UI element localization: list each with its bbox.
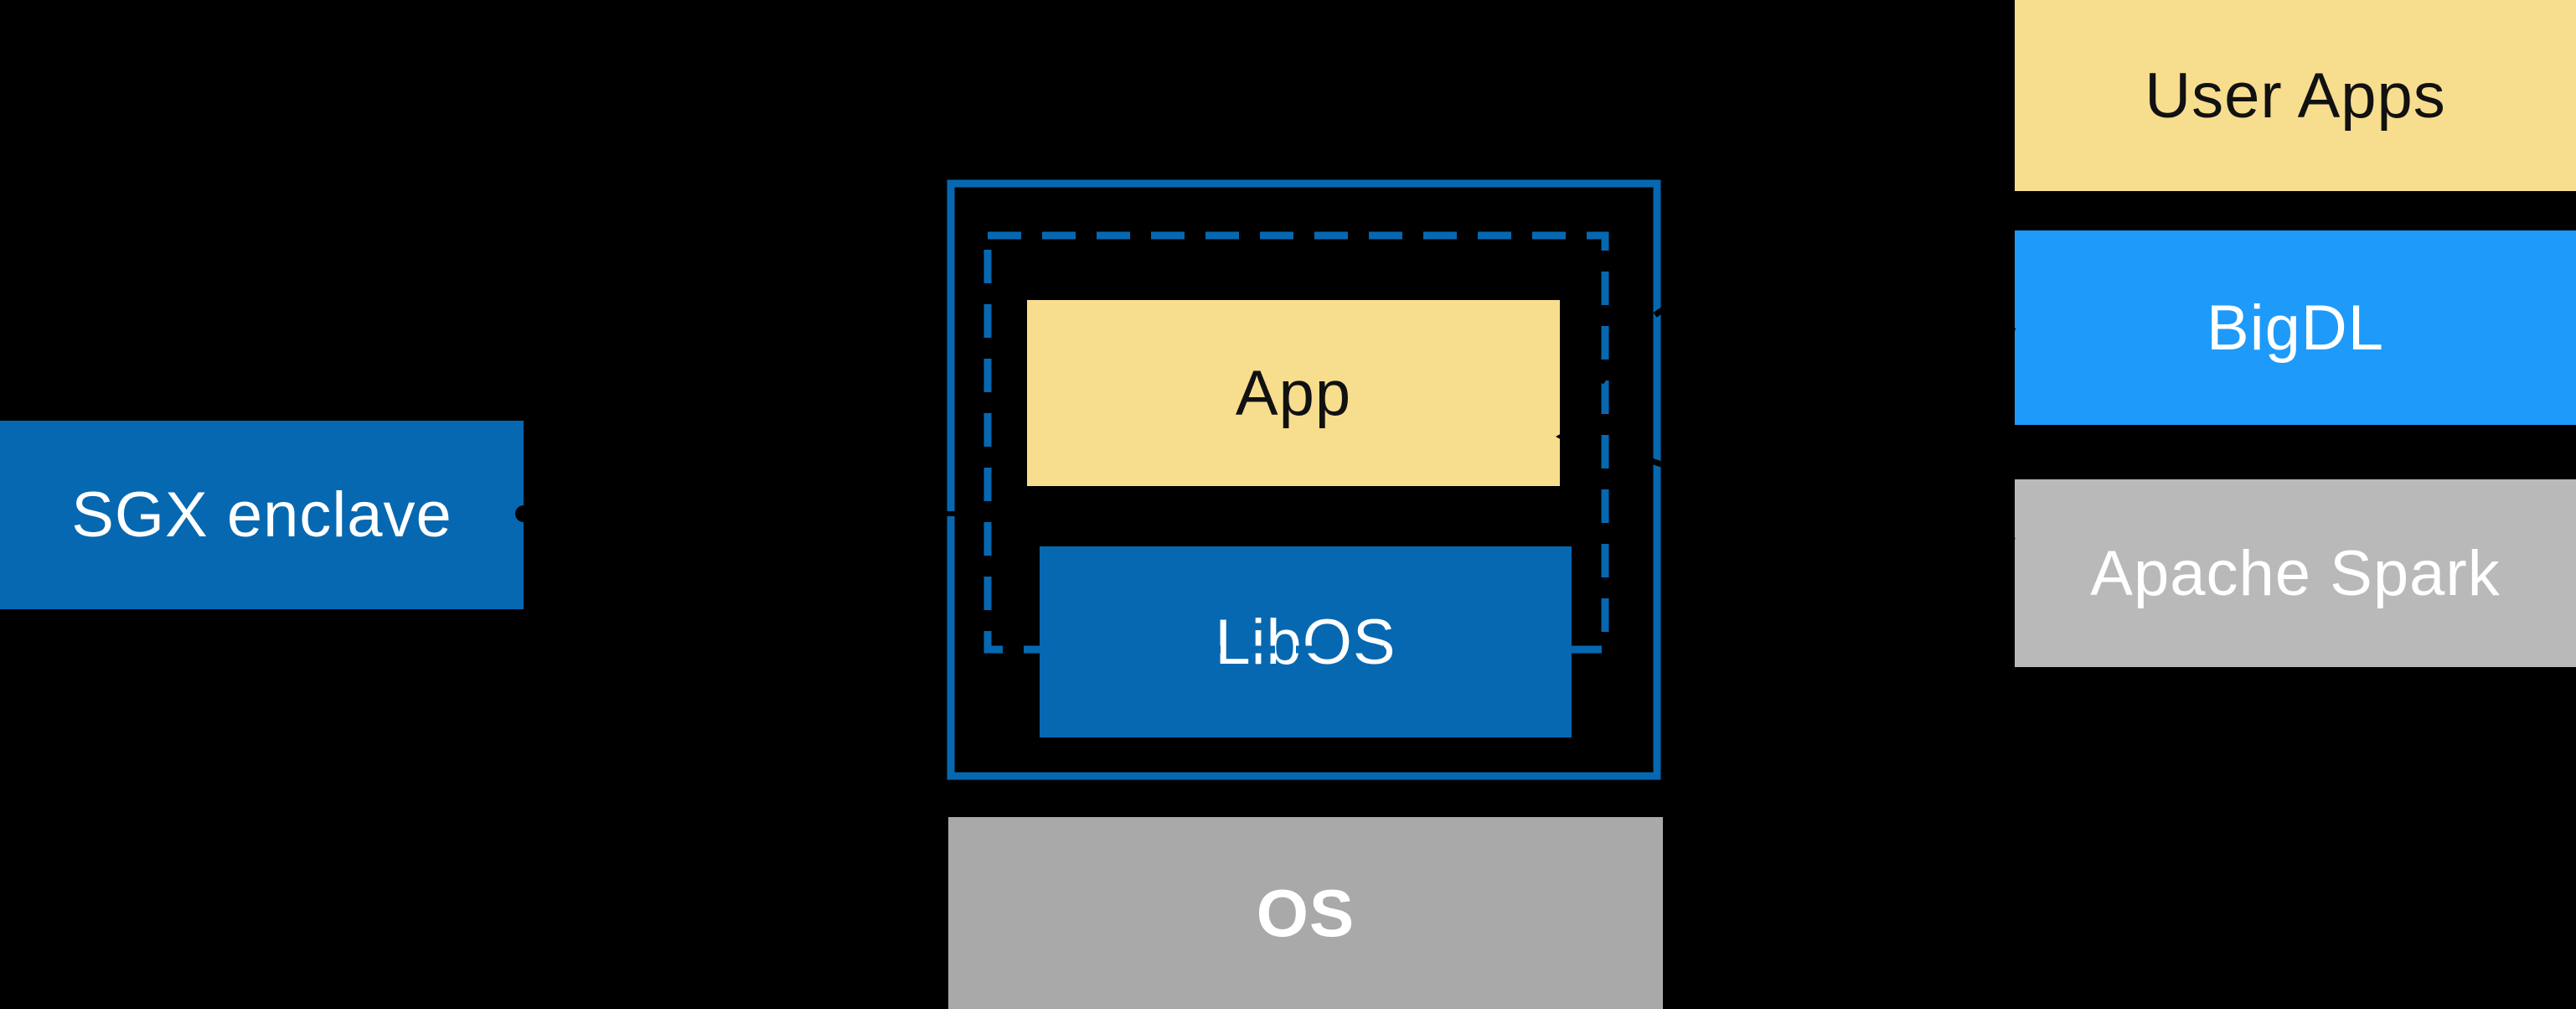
stack-to-app-arrow-lower [1592, 436, 2016, 544]
stack-arrowhead-icon [1556, 420, 1586, 451]
bigdl-label: BigDL [2207, 292, 2384, 364]
sgx-connector-arrow [515, 499, 988, 528]
sgx-enclave-label: SGX enclave [71, 479, 452, 551]
bigdl-box: BigDL [2015, 230, 2576, 425]
app-box: App [1027, 300, 1560, 486]
apache-spark-label: Apache Spark [2090, 537, 2501, 609]
libos-box: LibOS [1040, 546, 1572, 737]
stack-to-app-arrow [1556, 277, 2016, 544]
apache-spark-box: Apache Spark [2015, 479, 2576, 667]
libos-label: LibOS [1215, 606, 1396, 678]
user-apps-box: User Apps [2015, 0, 2576, 191]
app-label: App [1235, 357, 1352, 429]
user-apps-label: User Apps [2145, 60, 2446, 132]
stack-to-app-arrow-upper [1564, 277, 2016, 434]
sgx-enclave-box: SGX enclave [0, 421, 524, 609]
connector-arrowhead-icon [957, 499, 988, 528]
os-box: OS [948, 817, 1663, 1009]
os-label: OS [1256, 875, 1355, 950]
